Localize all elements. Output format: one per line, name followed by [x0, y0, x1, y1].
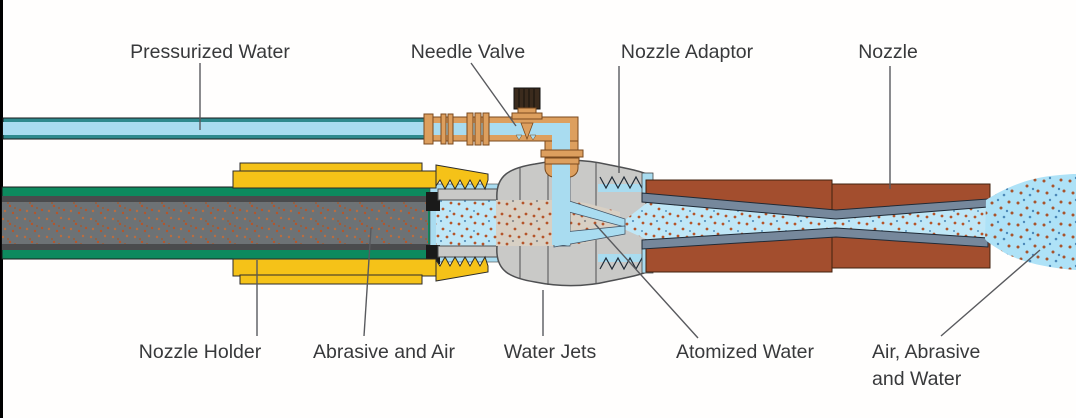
label-water-jets: Water Jets [504, 341, 597, 363]
leader-abrasive-and-air [363, 227, 372, 337]
leader-atomized-water [594, 223, 699, 339]
label-nozzle-holder: Nozzle Holder [139, 341, 262, 363]
holder-bottom-taper-threads [435, 255, 489, 282]
labels: Pressurized Water Needle Valve Nozzle Ad… [130, 41, 980, 390]
pressurized-water-pipe [2, 117, 428, 140]
holder-bottom-step [239, 274, 423, 285]
adaptor-threads-top [599, 175, 649, 190]
holder-bottom-body [232, 258, 437, 277]
label-atomized-water: Atomized Water [676, 341, 814, 363]
hose-liner-top [2, 196, 430, 202]
valve-knob [513, 87, 541, 110]
nozzle-holder [232, 162, 489, 285]
valve-flange [511, 112, 543, 120]
adaptor-thread-gap-bottom [598, 254, 644, 262]
elbow-ring-1 [540, 149, 584, 158]
needle-valve [511, 87, 543, 141]
label-pressurized-water: Pressurized Water [130, 41, 290, 63]
valve-seat-notch-left [515, 134, 523, 141]
copper-coupling-1 [466, 112, 474, 146]
inlet-chamber-speckles [436, 199, 496, 247]
copper-tubing [423, 112, 584, 245]
leader-lines [199, 62, 1041, 339]
label-air-abrasive-water-line1: Air, Abrasive [872, 341, 980, 363]
copper-sleeve-joint [423, 113, 434, 145]
valve-needle [520, 122, 534, 141]
copper-coupling-3 [482, 112, 490, 146]
leader-air-abrasive-water [940, 249, 1041, 337]
adaptor-threads-bottom [599, 256, 649, 271]
hose-abrasive-air-core [2, 202, 428, 244]
copper-tube-water-vertical [552, 123, 570, 245]
abrasive-hose [1, 186, 433, 260]
label-air-abrasive-water-line2: and Water [872, 368, 962, 390]
copper-coupling-2 [474, 112, 482, 146]
pipe-water [3, 122, 427, 135]
hose-liner-bottom [2, 244, 430, 250]
holder-top-taper-threads [435, 164, 489, 191]
spray-plume [985, 174, 1076, 270]
atomized-water-channel [617, 202, 988, 240]
elbow-ring-2 [544, 157, 580, 165]
hose-end-cap-top [426, 192, 440, 211]
label-nozzle-adaptor: Nozzle Adaptor [621, 41, 754, 63]
valve-seat-notch-right [529, 134, 537, 141]
label-nozzle: Nozzle [858, 41, 918, 63]
copper-ring-2 [447, 113, 454, 145]
label-abrasive-and-air: Abrasive and Air [313, 341, 456, 363]
leader-needle-valve [470, 62, 517, 127]
holder-top-body [232, 170, 437, 189]
label-needle-valve: Needle Valve [411, 41, 526, 63]
copper-ring-1 [440, 113, 447, 145]
channel-wall-bottom [641, 227, 989, 250]
adaptor-thread-gap-top [598, 184, 644, 192]
